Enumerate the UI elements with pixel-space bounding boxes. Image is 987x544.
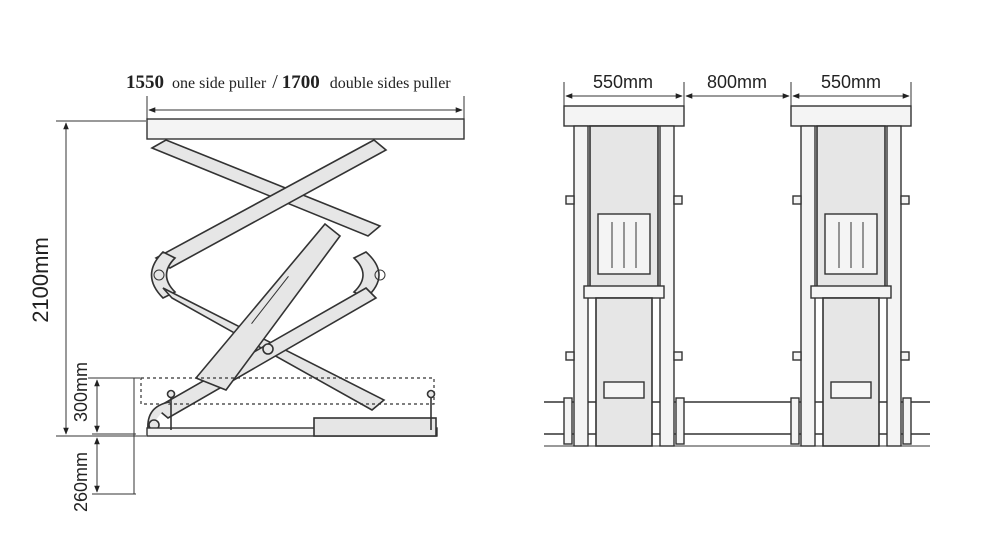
- left-unit-bracket-4: [673, 351, 683, 361]
- right-unit-bracket-2: [900, 195, 910, 205]
- left-unit-bracket-3: [565, 351, 575, 361]
- right-unit-bracket-1: [792, 195, 802, 205]
- upper-scissor-arm-a: [150, 139, 382, 237]
- left-hinge-loop: [150, 251, 177, 299]
- height-label: 2100mm: [28, 237, 53, 323]
- right-unit-mid-beam: [810, 285, 892, 299]
- lowered-label: 300mm: [71, 362, 91, 422]
- right-unit-bracket-3: [792, 351, 802, 361]
- cylinder-seam: [251, 276, 289, 324]
- left-unit-bracket-1: [565, 195, 575, 205]
- left-unit-platform: [563, 105, 685, 127]
- left-unit-lower-body: [595, 297, 653, 447]
- width-value-double-side: 1700: [282, 72, 320, 93]
- side-view: 1550 one side puller / 1700 double sides…: [28, 71, 465, 512]
- right-unit-width-label: 550mm: [821, 72, 881, 92]
- center-pivot: [262, 343, 274, 355]
- base-frame: [146, 427, 438, 437]
- left-stop-knob: [166, 389, 176, 399]
- lift-platform: [146, 118, 465, 140]
- front-view: 550mm 800mm 550mm: [544, 72, 930, 447]
- right-unit-platform: [790, 105, 912, 127]
- right-lift-unit: [790, 105, 912, 447]
- pit-label: 260mm: [71, 452, 91, 512]
- left-lift-unit: [563, 105, 685, 447]
- right-unit-base-block: [830, 381, 872, 399]
- width-label: 1550 one side puller / 1700 double sides…: [126, 71, 451, 93]
- left-unit-width-label: 550mm: [593, 72, 653, 92]
- gap-width-label: 800mm: [707, 72, 767, 92]
- left-unit-foot-l: [563, 397, 573, 445]
- right-hinge-pin: [374, 269, 386, 281]
- left-unit-base-block: [603, 381, 645, 399]
- right-hinge-loop: [352, 251, 380, 299]
- width-value-one-side: 1550: [126, 72, 164, 93]
- right-unit-foot-l: [790, 397, 800, 445]
- left-unit-bracket-2: [673, 195, 683, 205]
- left-hinge-pin: [153, 269, 165, 281]
- hydraulic-cylinder: [194, 222, 342, 391]
- left-unit-foot-r: [675, 397, 685, 445]
- right-unit-bracket-4: [900, 351, 910, 361]
- upper-scissor-arm-b: [154, 139, 388, 269]
- left-unit-mid-beam: [583, 285, 665, 299]
- width-separator: /: [272, 71, 278, 93]
- right-unit-foot-r: [902, 397, 912, 445]
- width-desc-double-side: double sides puller: [330, 75, 452, 92]
- right-unit-lower-body: [822, 297, 880, 447]
- base-slider-block: [313, 417, 437, 437]
- width-desc-one-side: one side puller: [172, 75, 267, 92]
- right-stop-knob: [426, 389, 436, 399]
